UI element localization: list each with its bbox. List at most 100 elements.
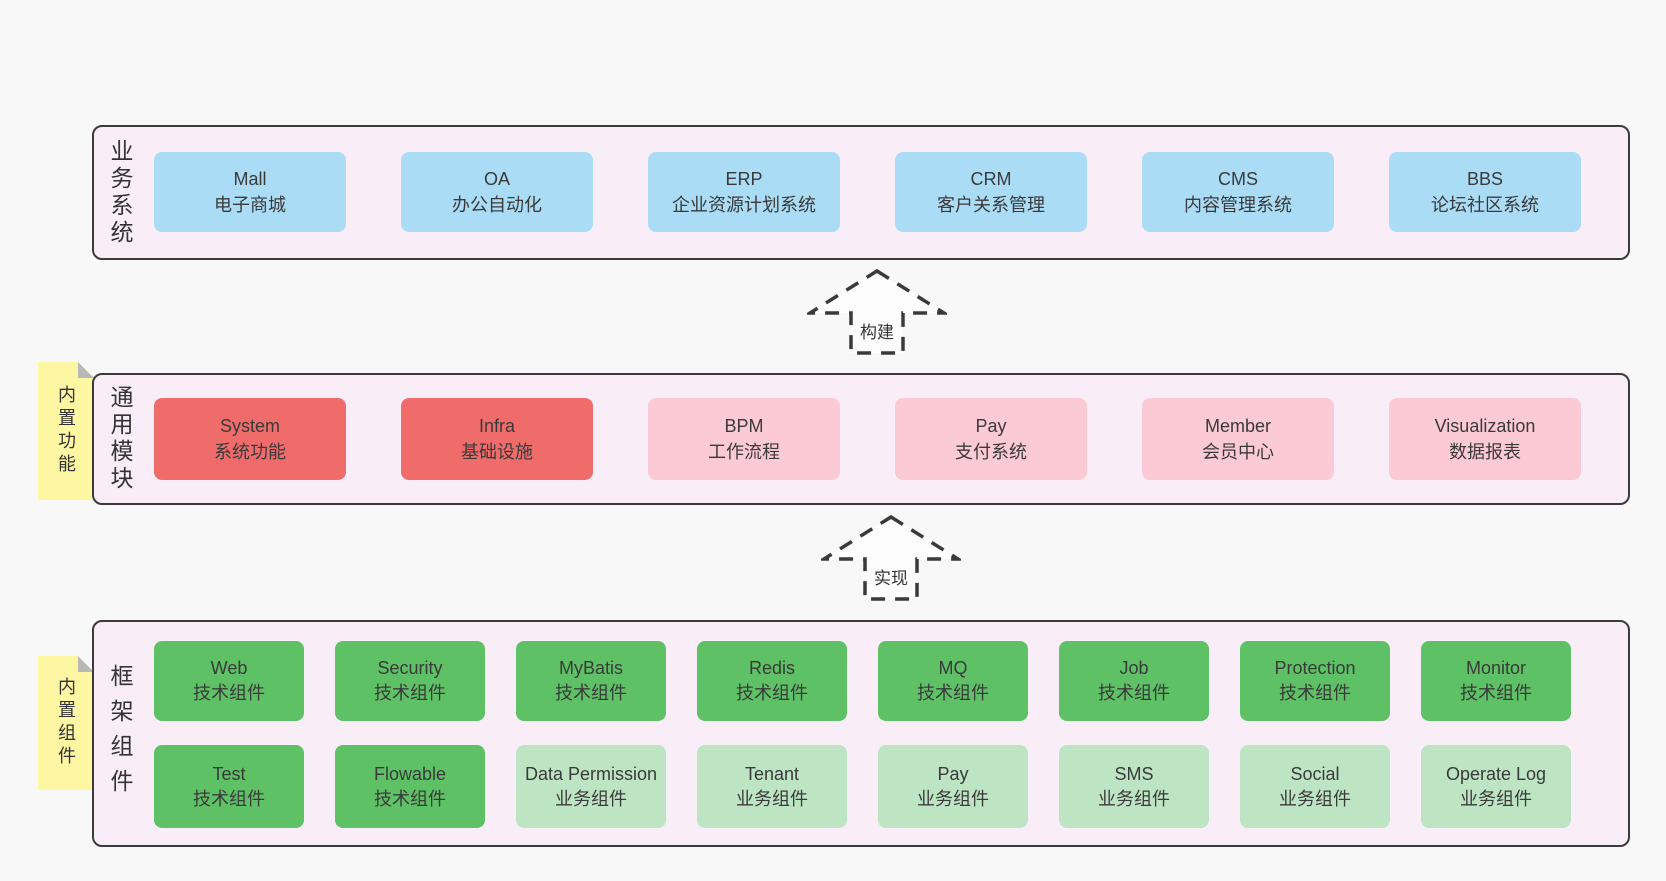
box-job: Job 技术组件	[1059, 641, 1209, 721]
box-subtitle: 工作流程	[708, 442, 780, 462]
box-subtitle: 业务组件	[1098, 788, 1170, 809]
box-operate-log: Operate Log 业务组件	[1421, 745, 1571, 828]
box-mq: MQ 技术组件	[878, 641, 1028, 721]
up-arrow-icon	[821, 514, 961, 601]
box-security: Security 技术组件	[335, 641, 485, 721]
box-subtitle: 技术组件	[1279, 683, 1351, 703]
box-pay-component: Pay 业务组件	[878, 745, 1028, 828]
box-subtitle: 业务组件	[736, 788, 808, 809]
box-bpm: BPM 工作流程	[648, 398, 840, 480]
box-title: Flowable	[373, 763, 447, 784]
box-subtitle: 业务组件	[555, 788, 627, 809]
note-label: 内置功能	[56, 385, 76, 477]
box-cms: CMS 内容管理系统	[1142, 152, 1334, 232]
box-redis: Redis 技术组件	[697, 641, 847, 721]
box-web: Web 技术组件	[154, 641, 304, 721]
box-subtitle: 业务组件	[917, 788, 989, 809]
box-member: Member 会员中心	[1142, 398, 1334, 480]
box-subtitle: 技术组件	[374, 683, 446, 703]
box-title: Data Permission	[524, 763, 658, 784]
box-social: Social 业务组件	[1240, 745, 1390, 828]
box-title: Tenant	[744, 763, 800, 784]
box-subtitle: 业务组件	[1460, 788, 1532, 809]
layer-framework-components: 框架组件 Web 技术组件 Security 技术组件 MyBatis 技术组件…	[92, 620, 1630, 847]
box-title: Security	[377, 658, 443, 678]
box-subtitle: 客户关系管理	[937, 195, 1045, 215]
box-subtitle: 技术组件	[193, 683, 265, 703]
box-title: BPM	[724, 416, 764, 436]
box-oa: OA 办公自动化	[401, 152, 593, 232]
box-subtitle: 企业资源计划系统	[672, 195, 816, 215]
box-title: Infra	[478, 416, 516, 436]
build-arrow-label: 构建	[860, 323, 894, 342]
box-subtitle: 技术组件	[1460, 683, 1532, 703]
box-title: Pay	[975, 416, 1007, 436]
layer-common-modules: 通用模块 System 系统功能 Infra 基础设施 BPM 工作流程 Pay…	[92, 373, 1630, 505]
box-title: Redis	[748, 658, 796, 678]
box-subtitle: 办公自动化	[452, 195, 542, 215]
box-title: OA	[483, 169, 510, 189]
build-arrow: 构建	[807, 268, 947, 356]
box-title: CRM	[970, 169, 1012, 189]
box-bbs: BBS 论坛社区系统	[1389, 152, 1581, 232]
box-title: Operate Log	[1445, 763, 1547, 784]
box-system: System 系统功能	[154, 398, 346, 480]
box-title: Mall	[233, 169, 267, 189]
box-title: Member	[1204, 416, 1271, 436]
box-title: Protection	[1274, 658, 1356, 678]
box-sms: SMS 业务组件	[1059, 745, 1209, 828]
up-arrow-icon	[807, 268, 947, 355]
box-pay-module: Pay 支付系统	[895, 398, 1087, 480]
note-label: 内置组件	[56, 677, 76, 769]
box-subtitle: 数据报表	[1449, 442, 1521, 462]
box-subtitle: 电子商城	[214, 195, 286, 215]
box-flowable: Flowable 技术组件	[335, 745, 485, 828]
box-subtitle: 技术组件	[917, 683, 989, 703]
box-subtitle: 技术组件	[193, 788, 265, 809]
box-erp: ERP 企业资源计划系统	[648, 152, 840, 232]
folded-corner-icon	[78, 362, 94, 378]
box-visualization: Visualization 数据报表	[1389, 398, 1581, 480]
box-title: Job	[1119, 658, 1149, 678]
box-mybatis: MyBatis 技术组件	[516, 641, 666, 721]
box-mall: Mall 电子商城	[154, 152, 346, 232]
box-subtitle: 技术组件	[1098, 683, 1170, 703]
box-title: SMS	[1114, 763, 1154, 784]
box-subtitle: 支付系统	[955, 442, 1027, 462]
layer-business-label: 业务系统	[107, 138, 133, 247]
box-title: System	[219, 416, 280, 436]
box-subtitle: 基础设施	[461, 442, 533, 462]
built-in-features-note: 内置功能	[38, 362, 94, 500]
box-title: Social	[1290, 763, 1340, 784]
box-subtitle: 论坛社区系统	[1431, 195, 1539, 215]
box-subtitle: 技术组件	[374, 788, 446, 809]
box-title: MyBatis	[558, 658, 623, 678]
box-infra: Infra 基础设施	[401, 398, 593, 480]
layer-business-systems: 业务系统 Mall 电子商城 OA 办公自动化 ERP 企业资源计划系统 CRM…	[92, 125, 1630, 260]
box-title: Pay	[937, 763, 969, 784]
box-crm: CRM 客户关系管理	[895, 152, 1087, 232]
box-subtitle: 会员中心	[1202, 442, 1274, 462]
layer-modules-label: 通用模块	[107, 385, 133, 493]
box-title: Visualization	[1434, 416, 1536, 436]
layer-framework-label: 框架组件	[107, 663, 133, 804]
box-title: Test	[212, 763, 246, 784]
box-monitor: Monitor 技术组件	[1421, 641, 1571, 721]
box-title: BBS	[1466, 169, 1504, 189]
box-subtitle: 技术组件	[736, 683, 808, 703]
box-subtitle: 业务组件	[1279, 788, 1351, 809]
box-title: ERP	[725, 169, 763, 189]
built-in-components-note: 内置组件	[38, 656, 94, 790]
implement-arrow: 实现	[821, 514, 961, 602]
implement-arrow-label: 实现	[874, 569, 908, 588]
box-title: Web	[210, 658, 248, 678]
box-test: Test 技术组件	[154, 745, 304, 828]
box-subtitle: 系统功能	[214, 442, 286, 462]
box-protection: Protection 技术组件	[1240, 641, 1390, 721]
box-tenant: Tenant 业务组件	[697, 745, 847, 828]
box-subtitle: 内容管理系统	[1184, 195, 1292, 215]
box-data-permission: Data Permission 业务组件	[516, 745, 666, 828]
box-title: MQ	[938, 658, 968, 678]
box-title: CMS	[1218, 169, 1258, 189]
